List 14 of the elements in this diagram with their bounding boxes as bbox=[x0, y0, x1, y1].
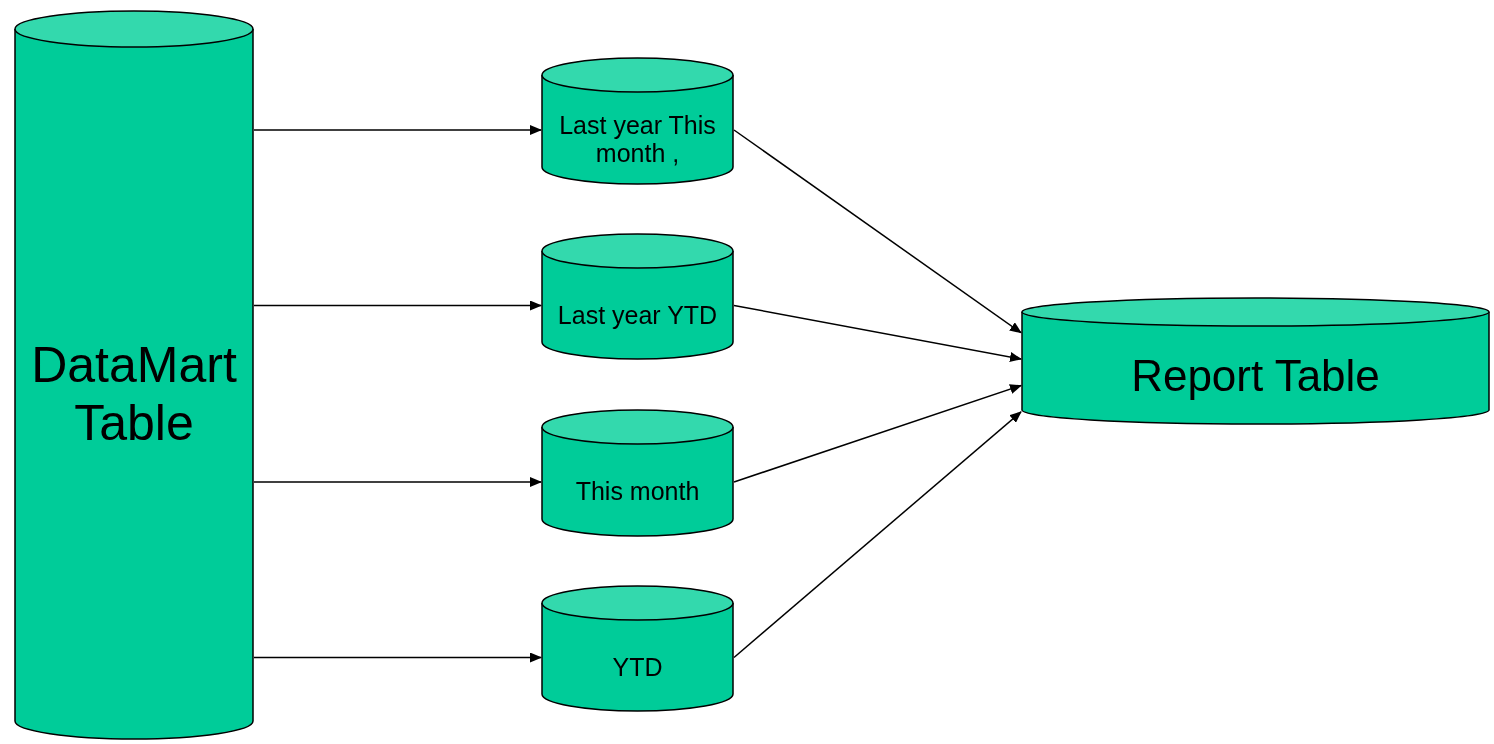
arrow bbox=[733, 411, 1022, 659]
arrow bbox=[733, 129, 1022, 334]
arrow bbox=[253, 125, 542, 135]
arrow bbox=[733, 384, 1022, 483]
node-label: This month bbox=[575, 476, 700, 507]
arrow bbox=[253, 300, 542, 311]
node-label: DataMart Table bbox=[30, 336, 238, 452]
arrow bbox=[253, 652, 542, 663]
arrow bbox=[253, 477, 542, 487]
node-label: Last year YTD bbox=[557, 299, 718, 331]
arrow bbox=[733, 304, 1022, 362]
node-label: YTD bbox=[612, 651, 663, 683]
node-label: Last year This month , bbox=[558, 111, 717, 167]
node-label: Report Table bbox=[1131, 351, 1380, 401]
